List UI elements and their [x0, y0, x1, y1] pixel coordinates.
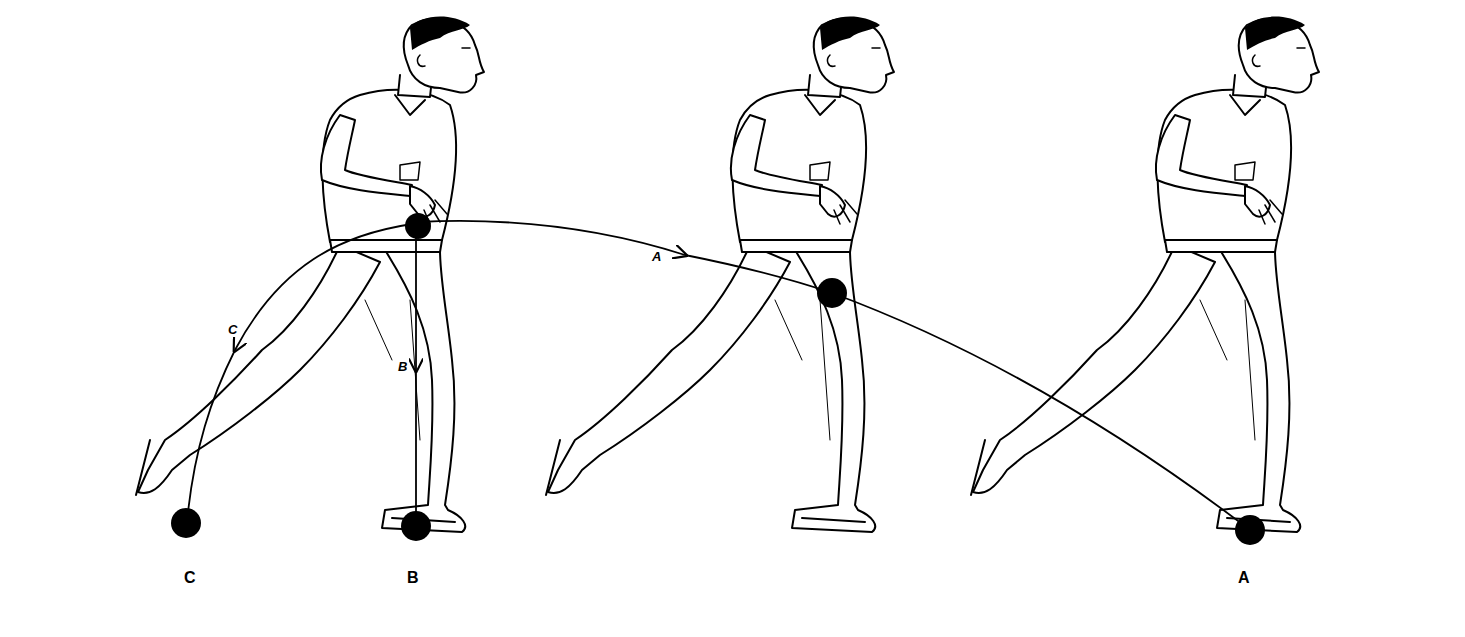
- trajectory-label: C: [228, 323, 237, 336]
- position-label: C: [184, 570, 196, 586]
- ball: [401, 511, 431, 541]
- ball: [405, 213, 431, 239]
- position-label: A: [1238, 570, 1250, 586]
- man-figure: [136, 17, 484, 532]
- ball: [1235, 515, 1265, 545]
- ball: [817, 278, 847, 308]
- trajectory-line: [415, 370, 417, 520]
- trajectory-line: [415, 228, 417, 370]
- position-label: B: [407, 570, 419, 586]
- trajectory-line: [188, 350, 235, 512]
- trajectory-label: B: [398, 360, 407, 373]
- trajectory-line: [235, 224, 412, 350]
- ball: [171, 508, 201, 538]
- trajectory-label: A: [652, 250, 661, 263]
- trajectory-line: [418, 221, 685, 255]
- man-figure: [546, 17, 894, 532]
- trajectory-line: [685, 255, 1250, 530]
